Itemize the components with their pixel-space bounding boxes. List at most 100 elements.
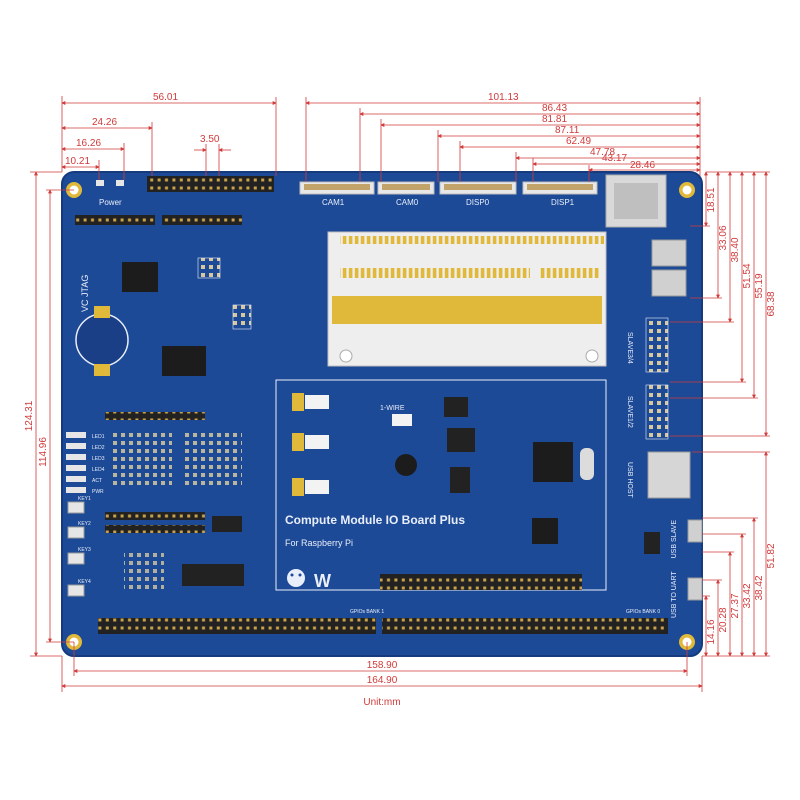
led-group: LED1 LED2 LED3 LED4 ACT PWR bbox=[66, 432, 105, 495]
gpio-mid-header bbox=[380, 574, 582, 590]
dim-top-62: 62.49 bbox=[566, 136, 591, 147]
user-header bbox=[105, 512, 205, 520]
key-label: KEY3 bbox=[78, 547, 91, 553]
dim-left-124: 124.31 bbox=[24, 400, 35, 431]
dim-right-51: 51.54 bbox=[742, 263, 753, 288]
dim-right-68: 68.38 bbox=[766, 291, 777, 316]
pcb-board: Power CAM1 CAM0 DISP0 DISP1 VC JTAG bbox=[61, 171, 703, 657]
dim-top-16: 16.26 bbox=[76, 138, 101, 149]
dim-right-14: 14.16 bbox=[706, 619, 717, 644]
ic-chip bbox=[532, 518, 558, 544]
usb-uart-label: USB TO UART bbox=[671, 571, 678, 618]
dim-top-43: 43.17 bbox=[602, 153, 627, 164]
dim-right-18: 18.51 bbox=[706, 187, 717, 212]
jumper-block bbox=[197, 257, 221, 279]
cam1-label: CAM1 bbox=[322, 198, 345, 207]
smd-group bbox=[124, 550, 164, 590]
waveshare-logo-text: W bbox=[314, 571, 331, 591]
dimension-labels: 56.01 24.26 16.26 10.21 3.50 101.13 86.4… bbox=[24, 92, 777, 708]
key-label: KEY2 bbox=[78, 521, 91, 527]
user-header bbox=[105, 525, 205, 533]
led-label: LED3 bbox=[92, 456, 105, 462]
gpio-bank0-label: GPIOs BANK 0 bbox=[626, 609, 660, 615]
unit-label: Unit:mm bbox=[363, 697, 400, 708]
pin-matrix bbox=[182, 430, 242, 488]
jumper-block bbox=[232, 304, 252, 330]
jtag-header bbox=[162, 215, 242, 225]
ic-chip bbox=[122, 262, 158, 292]
slave34-connector bbox=[645, 317, 669, 373]
vc-jtag-label: VC JTAG bbox=[80, 275, 90, 312]
usb-connector bbox=[651, 239, 687, 267]
one-wire-label: 1-WIRE bbox=[380, 405, 405, 412]
battery-holder bbox=[75, 306, 129, 376]
key2-button bbox=[67, 526, 85, 539]
key4-button bbox=[67, 584, 85, 597]
dim-top-81: 81.81 bbox=[542, 114, 567, 125]
key-buttons: KEY1 KEY2 KEY3 KEY4 bbox=[67, 496, 91, 597]
jumper-block bbox=[182, 564, 244, 586]
left-mid-header bbox=[105, 412, 205, 420]
jumper-block bbox=[447, 428, 475, 452]
power-led bbox=[96, 180, 104, 186]
power-led bbox=[116, 180, 124, 186]
slave4-label: SLAVE3/4 bbox=[626, 332, 633, 364]
pin-matrix bbox=[112, 430, 172, 488]
usb-host-connector bbox=[647, 451, 691, 499]
usb-slave-connector bbox=[687, 519, 703, 543]
dim-top-3-50: 3.50 bbox=[200, 134, 220, 145]
one-wire-connector bbox=[392, 414, 412, 426]
jumper-block bbox=[444, 397, 468, 417]
key1-button bbox=[67, 501, 85, 514]
ic-chip bbox=[533, 442, 573, 482]
power-label: Power bbox=[99, 198, 122, 207]
usb-host-label: USB HOST bbox=[626, 462, 633, 499]
dim-right-38b: 38.42 bbox=[754, 575, 765, 600]
board-subtitle: For Raspberry Pi bbox=[285, 538, 353, 548]
dim-top-28: 28.46 bbox=[630, 160, 655, 171]
dim-right-51b: 51.82 bbox=[766, 543, 777, 568]
dim-top-56: 56.01 bbox=[153, 92, 178, 103]
key-label: KEY1 bbox=[78, 496, 91, 502]
led-label: LED4 bbox=[92, 467, 105, 473]
jumper-block bbox=[212, 516, 242, 532]
key-label: KEY4 bbox=[78, 579, 91, 585]
waveshare-logo-icon: W bbox=[287, 569, 331, 591]
gpio-bank1-header bbox=[98, 618, 376, 634]
usb-uart-connector bbox=[687, 577, 703, 601]
dim-bottom-164: 164.90 bbox=[367, 675, 398, 686]
jumper-block bbox=[450, 467, 470, 493]
jumper-block bbox=[644, 532, 660, 554]
dim-top-101: 101.13 bbox=[488, 92, 519, 103]
dim-right-55: 55.19 bbox=[754, 273, 765, 298]
top-pin-header bbox=[147, 176, 274, 192]
dim-right-27: 27.37 bbox=[730, 593, 741, 618]
usb-connector bbox=[651, 269, 687, 297]
led-label: ACT bbox=[92, 478, 102, 484]
cam0-label: CAM0 bbox=[396, 198, 419, 207]
dim-top-87: 87.11 bbox=[555, 125, 580, 136]
dim-right-38: 38.40 bbox=[730, 237, 741, 262]
dim-right-33b: 33.42 bbox=[742, 583, 753, 608]
dimension-lines bbox=[30, 96, 770, 692]
dim-bottom-158: 158.90 bbox=[367, 660, 398, 671]
slave12-label: SLAVE1/2 bbox=[626, 396, 633, 428]
sodimm-socket bbox=[327, 231, 607, 367]
dim-top-86: 86.43 bbox=[542, 103, 567, 114]
board-title: Compute Module IO Board Plus bbox=[285, 513, 465, 527]
dim-top-24: 24.26 bbox=[92, 117, 117, 128]
regulators bbox=[292, 393, 329, 496]
disp1-label: DISP1 bbox=[551, 198, 575, 207]
dim-right-33: 33.06 bbox=[718, 225, 729, 250]
disp0-label: DISP0 bbox=[466, 198, 490, 207]
left-top-header bbox=[75, 215, 155, 225]
key3-button bbox=[67, 552, 85, 565]
usb-slave-label: USB SLAVE bbox=[671, 520, 678, 559]
led-label: LED2 bbox=[92, 445, 105, 451]
led-label: LED1 bbox=[92, 434, 105, 440]
gpio-bank0-header bbox=[382, 618, 668, 634]
crystal bbox=[580, 448, 594, 480]
led-label: PWR bbox=[92, 489, 104, 495]
dim-top-47: 47.78 bbox=[590, 147, 615, 158]
dim-right-20: 20.28 bbox=[718, 607, 729, 632]
